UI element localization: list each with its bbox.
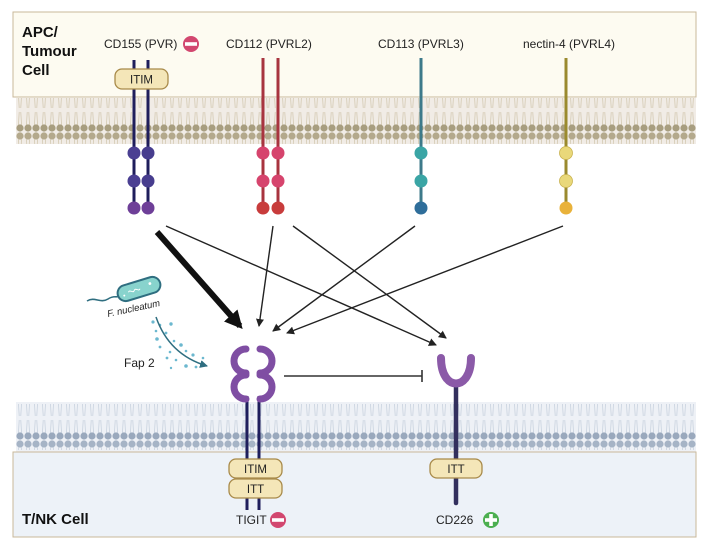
cd112-bead [271, 174, 285, 188]
tigit-itt-box [228, 478, 283, 499]
cd112-label: CD112 (PVRL2) [226, 37, 312, 51]
cd226-itt-label: ITT [447, 464, 464, 476]
nectin4-bead [559, 146, 573, 160]
cd155-bead [141, 201, 155, 215]
arrow-nectin4-tigit [286, 225, 564, 335]
cd155-bead [127, 201, 141, 215]
cd112-bead [256, 174, 270, 188]
cd113-label: CD113 (PVRL3) [378, 37, 464, 51]
bottom-cell-title: T/NK Cell [22, 511, 89, 528]
arrow-cd112-tigit [256, 225, 274, 327]
nectin4-label: nectin-4 (PVRL4) [523, 37, 615, 51]
nectin4-bead [559, 174, 573, 188]
arrow-cd155-tigit [154, 230, 243, 329]
bacterium-icon [86, 275, 162, 303]
cd113-ligand [414, 58, 428, 215]
cd113-bead [414, 146, 428, 160]
cd226-label: CD226 [436, 513, 474, 527]
cd113-bead [414, 201, 428, 215]
cd155-label: CD155 (PVR) [104, 37, 177, 51]
cd113-bead [414, 174, 428, 188]
cd155-bead [127, 146, 141, 160]
nectin4-bead [559, 201, 573, 215]
inhibition-tigit-cd226 [284, 370, 423, 382]
cd112-bead [271, 146, 285, 160]
arrow-cd112-cd226 [292, 225, 447, 339]
minus-icon [183, 36, 199, 52]
arrow-cd113-tigit [272, 225, 416, 332]
fap2-label: Fap 2 [124, 356, 155, 370]
cd155-ligand: ITIM [114, 60, 169, 215]
t-nk-cell-region [12, 451, 697, 538]
cd155-itim-label: ITIM [130, 75, 153, 87]
top-cell-title-line3: Cell [22, 62, 50, 79]
cd112-bead [271, 201, 285, 215]
top-membrane-lipids [16, 98, 696, 144]
cd112-bead [256, 146, 270, 160]
tigit-itt-label: ITT [247, 484, 264, 496]
cd226-itt-box [429, 458, 483, 479]
top-cell-title-line1: APC/ [22, 24, 59, 41]
cd155-bead [141, 146, 155, 160]
cd155-itim-box [114, 68, 169, 90]
top-cell-title-line2: Tumour [22, 43, 77, 60]
cd112-bead [256, 201, 270, 215]
nectin4-ligand [559, 58, 573, 215]
tigit-label: TIGIT [236, 513, 267, 527]
cd112-ligand [256, 58, 285, 215]
tigit-itim-box [228, 458, 283, 479]
cd155-bead [127, 174, 141, 188]
bacterium-label: F. nucleatum [106, 298, 161, 320]
plus-icon [483, 512, 499, 528]
cd155-bead [141, 174, 155, 188]
tigit-receptor: ITIM ITT [228, 345, 283, 510]
tigit-itim-label: ITIM [244, 464, 267, 476]
fap2-arrow [155, 316, 208, 368]
cd226-receptor: ITT [429, 354, 483, 506]
minus-icon [270, 512, 286, 528]
arrow-cd155-cd226 [165, 225, 437, 346]
bottom-membrane-lipids [16, 404, 696, 450]
